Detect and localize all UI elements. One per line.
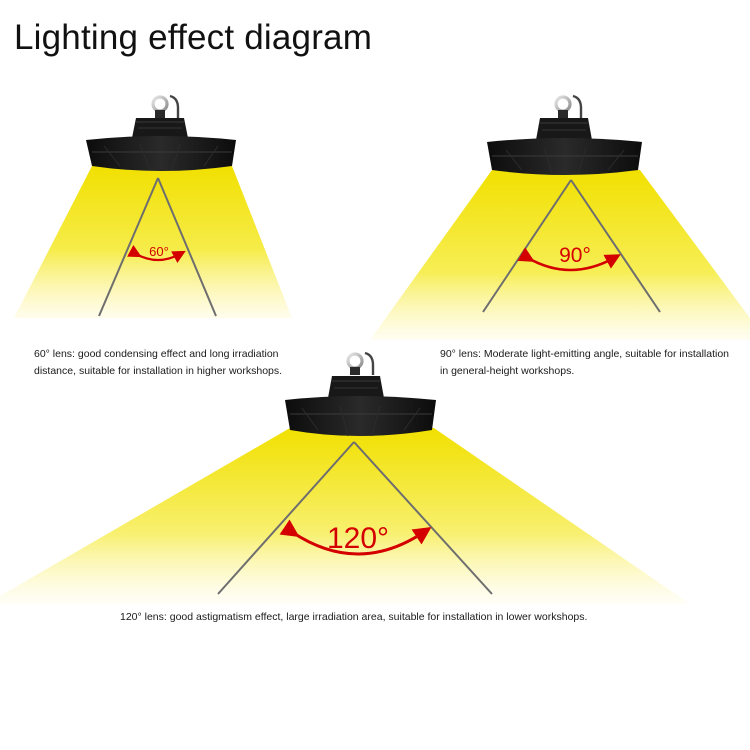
caption-60-line2: distance, suitable for installation in h… <box>34 365 283 377</box>
beam-line-right-120 <box>353 441 493 595</box>
lamp-90: 90° <box>370 94 750 340</box>
caption-90-line2: in general-height workshops. <box>440 365 575 377</box>
light-beam-120 <box>0 428 690 604</box>
caption-120: 120° lens: good astigmatism effect, larg… <box>120 609 680 626</box>
light-beam-60 <box>14 166 292 318</box>
angle-label-90: 90° <box>559 244 591 267</box>
beam-line-right-90 <box>570 179 661 313</box>
angle-label-60: 60° <box>149 244 169 259</box>
angle-label-120: 120° <box>327 522 389 555</box>
highbay-fixture-60 <box>86 94 236 171</box>
beam-line-left-120 <box>217 441 355 595</box>
caption-120-line1: 120° lens: good astigmatism effect, larg… <box>120 611 588 623</box>
highbay-fixture-90 <box>487 94 642 175</box>
beam-line-right-60 <box>157 177 217 317</box>
lamp-60: 60° <box>14 94 292 318</box>
caption-90: 90° lens: Moderate light-emitting angle,… <box>440 346 745 380</box>
caption-90-line1: 90° lens: Moderate light-emitting angle,… <box>440 348 730 360</box>
angle-arrow-90 <box>517 247 621 272</box>
page-title: Lighting effect diagram <box>14 18 373 57</box>
caption-60-line1: 60° lens: good condensing effect and lon… <box>34 348 279 360</box>
angle-arrow-120 <box>279 519 432 556</box>
angle-arrow-60 <box>127 245 186 263</box>
beam-line-left-90 <box>482 179 572 313</box>
highbay-fixture-120 <box>285 351 436 437</box>
caption-60: 60° lens: good condensing effect and lon… <box>34 346 334 380</box>
lamp-120: 120° <box>0 351 690 604</box>
